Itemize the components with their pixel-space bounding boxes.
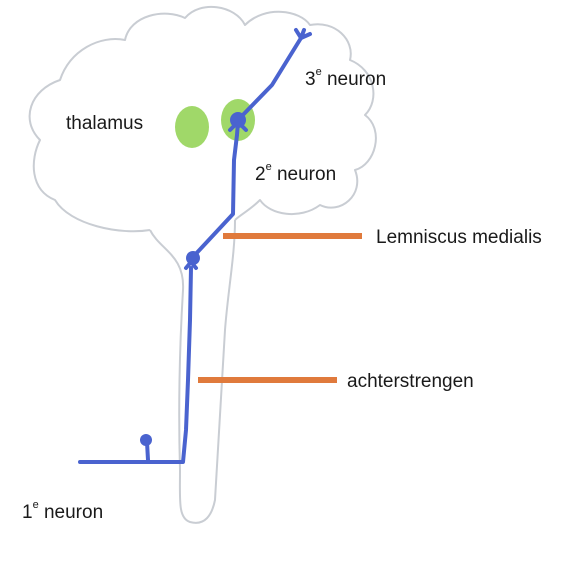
first-neuron-superscript: e (32, 499, 39, 511)
second-neuron-superscript: e (265, 161, 272, 173)
achterstrengen-label: achterstrengen (347, 371, 474, 392)
third-neuron-line (236, 36, 303, 122)
second-neuron-text: neuron (276, 164, 337, 185)
second-neuron-number: 2 (255, 164, 266, 185)
third-neuron-text: neuron (326, 69, 387, 90)
second-neuron-line (190, 120, 240, 260)
neuron-pathway (78, 28, 312, 464)
second-neuron-soma (186, 251, 200, 265)
first-neuron-line (78, 266, 193, 464)
third-neuron-number: 3 (305, 69, 316, 90)
third-neuron-label: 3e neuron (305, 67, 387, 90)
first-neuron-number: 1 (22, 502, 33, 523)
thalamus-left (175, 106, 209, 148)
spinal-cord-outline (149, 219, 236, 524)
brain-outline (28, 5, 377, 233)
first-neuron-soma (140, 434, 152, 446)
thalamus-label: thalamus (66, 113, 144, 134)
lemniscus-label: Lemniscus medialis (376, 227, 542, 248)
first-neuron-text: neuron (43, 502, 104, 523)
third-neuron-soma (230, 112, 246, 128)
first-neuron-label: 1e neuron (22, 500, 104, 523)
second-neuron-label: 2e neuron (255, 162, 337, 185)
third-neuron-superscript: e (315, 66, 322, 78)
third-neuron-dendrites (294, 28, 312, 40)
